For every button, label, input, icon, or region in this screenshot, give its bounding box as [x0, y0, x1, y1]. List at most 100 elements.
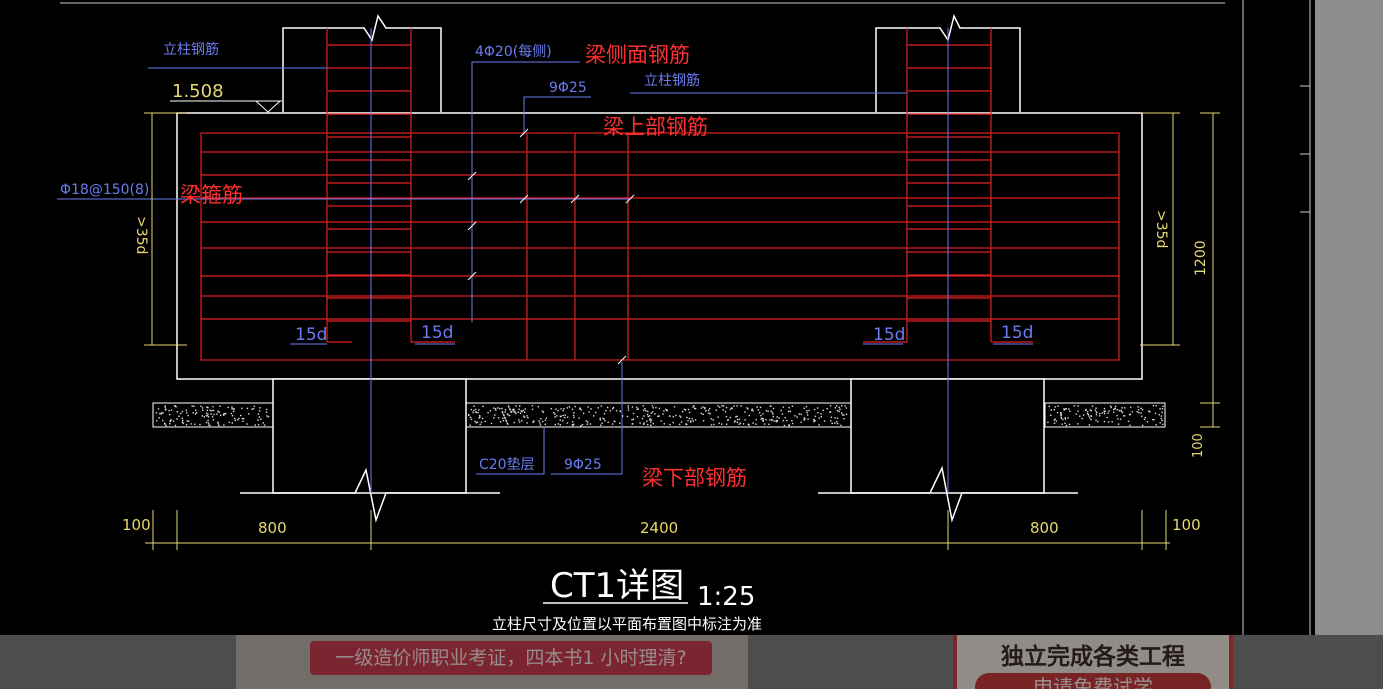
hatch-dot: [637, 408, 639, 410]
ad-left-banner[interactable]: 一级造价师职业考证，四本书1 小时理清?: [310, 641, 712, 675]
hatch-dot: [1086, 411, 1089, 413]
hatch-dot: [518, 408, 520, 410]
hatch-dot: [544, 419, 547, 421]
side-rebar-spec: 4Φ20(每侧): [475, 44, 552, 60]
hatch-dot: [704, 407, 706, 409]
hatch-dot: [243, 418, 245, 420]
hatch-dot: [1103, 407, 1106, 410]
ad-dim-overlay: [0, 635, 1383, 689]
hatch-dot: [1113, 408, 1115, 411]
hatch-dot: [515, 412, 517, 415]
right-scrollbar-area[interactable]: [1315, 0, 1383, 689]
hatch-dot: [751, 408, 753, 410]
hatch-dot: [631, 419, 633, 421]
hatch-dot: [1055, 420, 1057, 422]
hatch-dot: [813, 408, 816, 411]
hatch-dot: [642, 405, 645, 407]
hatch-dot: [223, 424, 225, 426]
hatch-dot: [1106, 416, 1108, 419]
hatch-dot: [186, 412, 188, 414]
hatch-dot: [658, 415, 660, 417]
hatch-dot: [1088, 424, 1091, 426]
hatch-dot: [715, 409, 717, 411]
hatch-dot: [476, 421, 479, 423]
hatch-dot: [537, 406, 539, 408]
hatch-dot: [231, 422, 233, 424]
hatch-dot: [756, 406, 758, 408]
hatch-dot: [646, 413, 649, 416]
hatch-dot: [504, 416, 506, 419]
hatch-dot: [502, 413, 505, 416]
hatch-dot: [604, 419, 606, 422]
hatch-dot: [1057, 405, 1059, 407]
hatch-dot: [816, 407, 819, 409]
hatch-dot: [1104, 410, 1106, 412]
hatch-dot: [806, 410, 808, 412]
hatch-dot: [194, 423, 196, 425]
hatch-dot: [1140, 407, 1142, 409]
hatch-dot: [479, 416, 481, 418]
hatch-dot: [1117, 423, 1120, 425]
hatch-dot: [708, 412, 710, 414]
hatch-dot: [566, 407, 569, 409]
cad-drawing-canvas[interactable]: 立柱钢筋 立柱钢筋 4Φ20(每侧) 9Φ25 Φ18@150(8) 15d 1…: [0, 0, 1315, 635]
hatch-dot: [207, 416, 210, 418]
hatch-dot: [772, 407, 775, 410]
hatch-dot: [612, 408, 614, 410]
hatch-dot: [518, 419, 520, 421]
hatch-dot: [1091, 405, 1094, 407]
drawing-scale: 1:25: [697, 582, 755, 612]
dim-2400: 2400: [640, 519, 678, 537]
hatch-dot: [557, 409, 559, 412]
hatch-dot: [545, 417, 547, 419]
hatch-dot: [679, 415, 681, 417]
hatch-dot: [836, 421, 838, 423]
hatch-dot: [563, 408, 565, 410]
hatch-dot: [181, 421, 184, 423]
hatch-dot: [580, 409, 582, 411]
ad-right-button[interactable]: 申请免费试学: [975, 673, 1211, 689]
hatch-dot: [757, 409, 760, 411]
hatch-dot: [814, 415, 817, 417]
hatch-dot: [164, 408, 167, 410]
hatch-dot: [729, 416, 731, 419]
hatch-dot: [788, 406, 790, 409]
hatch-dot: [554, 423, 556, 426]
ad-right[interactable]: 独立完成各类工程 申请免费试学: [953, 635, 1233, 689]
hatch-dot: [826, 408, 828, 410]
hatch-dot: [585, 420, 587, 422]
hatch-dot: [518, 421, 521, 423]
hatch-dot: [822, 409, 824, 411]
hatch-dot: [1118, 409, 1120, 412]
hatch-dot: [836, 417, 839, 419]
hatch-dot: [1095, 414, 1098, 416]
hatch-dot: [224, 412, 226, 415]
top-rebar-annotation: 梁上部钢筋: [603, 115, 708, 139]
hatch-dot: [791, 405, 794, 407]
hatch-dot: [564, 416, 566, 419]
hatch-dot: [631, 423, 633, 425]
hatch-dot: [694, 419, 697, 421]
hatch-dot: [702, 413, 704, 415]
hatch-dot: [559, 419, 561, 421]
hatch-dot: [709, 412, 711, 415]
hatch-dot: [231, 415, 234, 417]
drawing-note: 立柱尺寸及位置以平面布置图中标注为准: [492, 615, 762, 633]
hatch-dot: [1161, 411, 1163, 414]
hatch-dot: [168, 409, 170, 412]
hatch-dot: [257, 419, 259, 421]
elevation-label: 1.508: [172, 81, 224, 102]
hatch-dot: [738, 418, 741, 420]
hatch-dot: [755, 418, 757, 421]
hatch-dot: [557, 423, 559, 425]
hatch-dot: [1141, 408, 1144, 411]
hatch-dot: [158, 417, 160, 419]
hatch-dot: [174, 405, 176, 407]
hatch-dot: [504, 411, 506, 413]
hatch-dot: [736, 421, 739, 423]
hatch-dot: [666, 409, 669, 411]
hatch-dot: [260, 418, 262, 420]
ad-left[interactable]: 一级造价师职业考证，四本书1 小时理清?: [236, 635, 748, 689]
hatch-dot: [806, 411, 808, 414]
hatch-dot: [590, 408, 592, 410]
